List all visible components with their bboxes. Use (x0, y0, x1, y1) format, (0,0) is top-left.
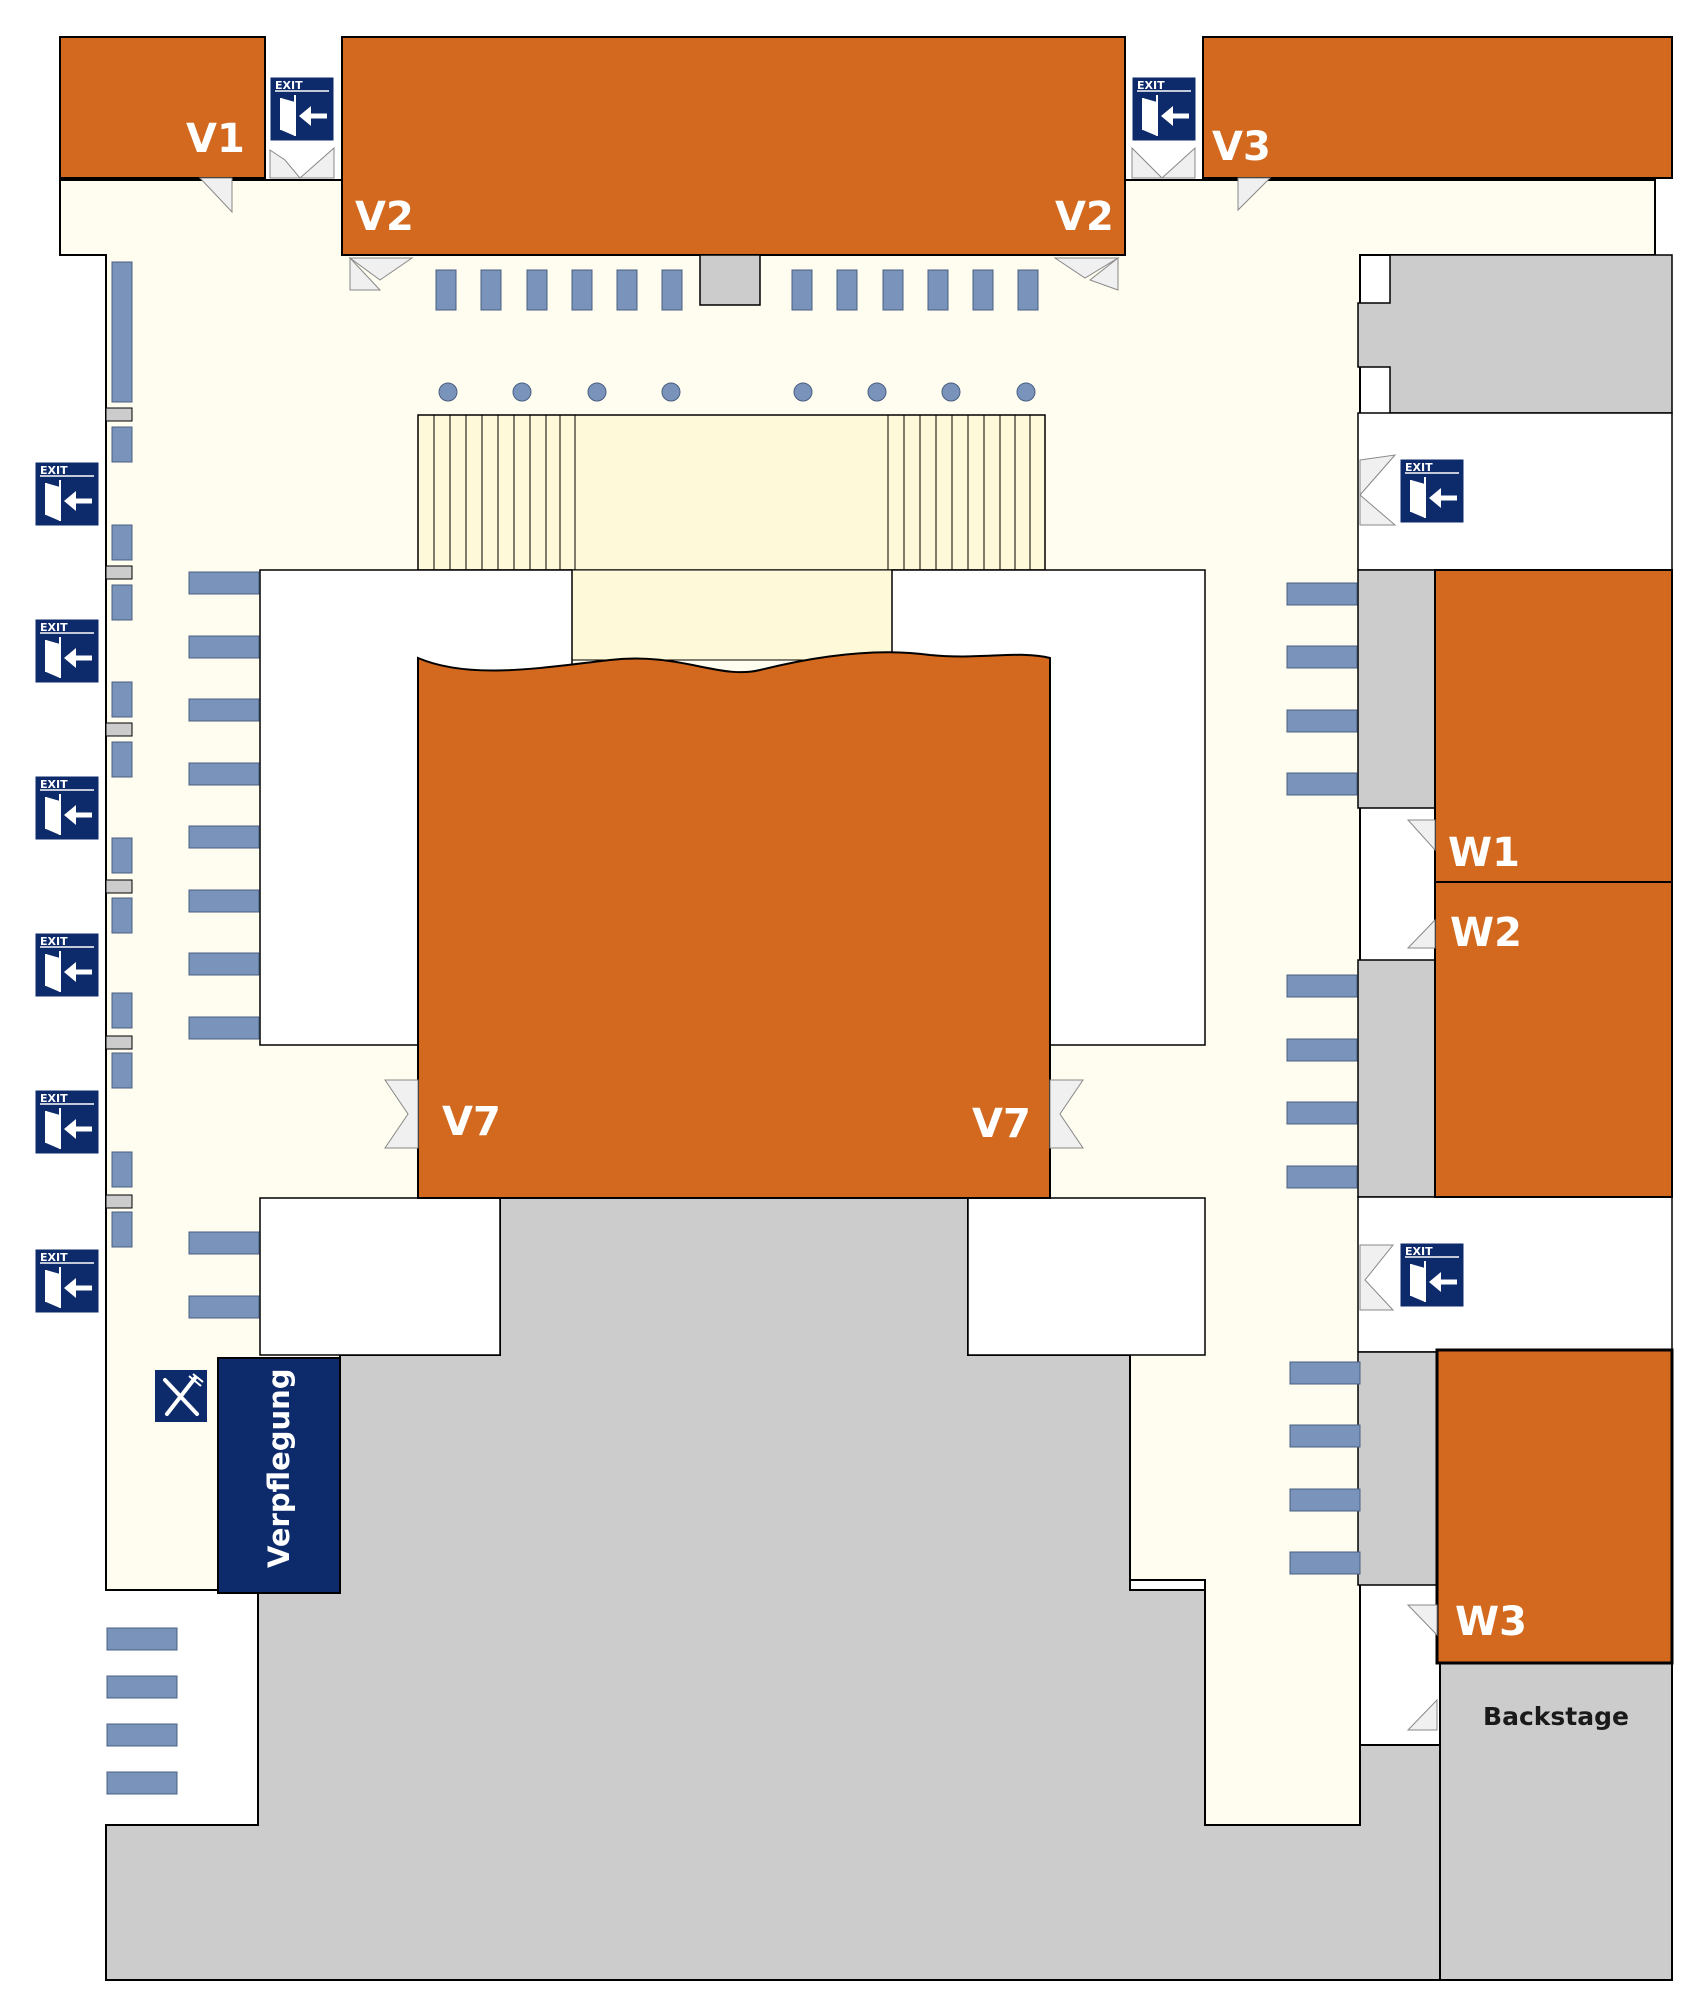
doors (198, 146, 1438, 1731)
room-w2[interactable] (1434, 881, 1673, 1198)
room-v1[interactable] (59, 36, 266, 179)
service-block-right-top (1357, 254, 1673, 414)
service-block-w3 (1357, 1351, 1438, 1586)
seating-bottom-left (106, 1627, 178, 1795)
seating-right (1286, 582, 1361, 1575)
room-v2-label-right: V2 (1055, 194, 1114, 240)
exit-sign-left-6[interactable] (36, 1250, 98, 1312)
wall-pillars-left (105, 407, 133, 1209)
stair-steps-right (887, 415, 1031, 570)
room-v7-label-right: V7 (972, 1101, 1031, 1147)
exit-sign-left-5[interactable] (36, 1091, 98, 1153)
service-block-w1 (1357, 569, 1436, 809)
room-v3[interactable] (1202, 36, 1673, 179)
seating-top (435, 269, 1039, 311)
exit-sign-left-3[interactable] (36, 777, 98, 839)
columns (438, 382, 1036, 402)
room-v1-label: V1 (186, 116, 245, 162)
tier-right-lower (967, 1197, 1206, 1356)
room-v7-label-left: V7 (442, 1099, 501, 1145)
backstage-label: Backstage (1483, 1702, 1629, 1731)
room-v2-label-left: V2 (355, 194, 414, 240)
backstage-area (1439, 1662, 1673, 1981)
stairs-landing (571, 569, 893, 661)
room-w3-label: W3 (1455, 1599, 1527, 1645)
exit-sign-left-2[interactable] (36, 620, 98, 682)
exit-sign-left-4[interactable] (36, 934, 98, 996)
exit-sign-right-1[interactable] (1401, 460, 1463, 522)
room-w3[interactable] (1435, 1348, 1674, 1665)
exit-sign-top-right[interactable] (1133, 78, 1195, 140)
stair-steps-left (433, 415, 576, 570)
room-w1[interactable] (1434, 569, 1673, 883)
seating-left-inner (188, 571, 260, 1319)
tier-left-lower (259, 1197, 501, 1356)
stairs-platform (417, 414, 1046, 571)
room-w1-label: W1 (1448, 830, 1520, 876)
room-v2[interactable] (341, 36, 1126, 256)
service-block-top (699, 254, 761, 306)
room-w2-label: W2 (1450, 910, 1522, 956)
room-v3-label: V3 (1212, 124, 1271, 170)
room-v7[interactable] (417, 651, 1051, 1199)
catering-label: Verpflegung (262, 1368, 296, 1568)
exit-sign-top-left[interactable] (271, 78, 333, 140)
exit-sign-right-2[interactable] (1401, 1244, 1463, 1306)
knife-fork-icon (155, 1370, 207, 1422)
exit-sign-left-1[interactable] (36, 463, 98, 525)
seating-left-wall (111, 261, 133, 1248)
service-block-w2 (1357, 959, 1436, 1198)
catering-area[interactable] (217, 1357, 341, 1594)
